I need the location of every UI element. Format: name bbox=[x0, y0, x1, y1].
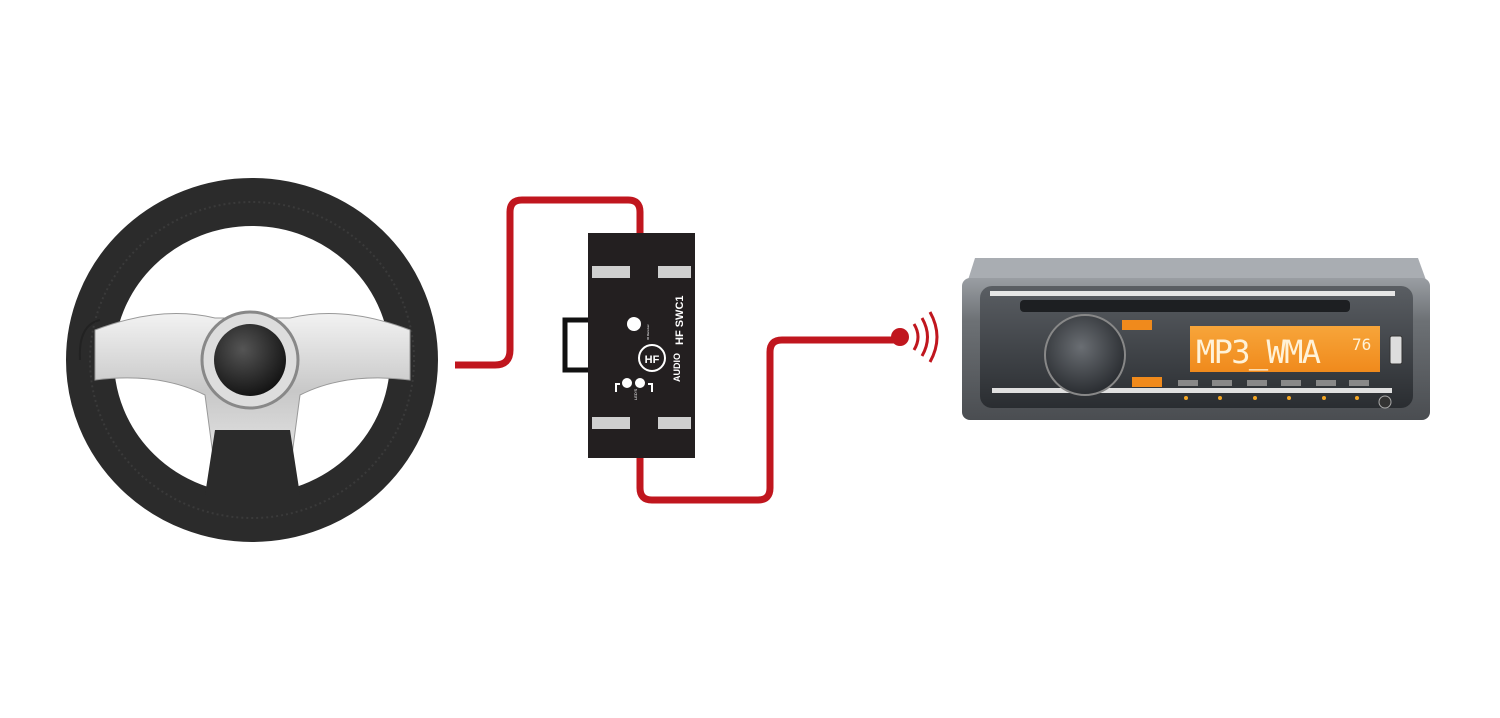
preset-button-5[interactable] bbox=[1316, 380, 1336, 386]
wire-output bbox=[636, 336, 898, 504]
display-number: 76 bbox=[1352, 335, 1371, 354]
preset-button-3[interactable] bbox=[1247, 380, 1267, 386]
preset-buttons bbox=[1178, 380, 1369, 386]
preset-button-4[interactable] bbox=[1281, 380, 1301, 386]
control-module: HF HF SWC1 AUDIO IR Receiver LED'S bbox=[562, 233, 695, 458]
preset-button-6[interactable] bbox=[1349, 380, 1369, 386]
preset-button-1[interactable] bbox=[1178, 380, 1198, 386]
wire-input bbox=[455, 196, 644, 369]
module-brand-label: AUDIO bbox=[672, 353, 682, 382]
module-ir-label: IR Receiver bbox=[646, 324, 650, 340]
module-model-label: HF SWC1 bbox=[674, 296, 686, 346]
radio-button-top[interactable] bbox=[1122, 320, 1152, 330]
radio-button-bottom[interactable] bbox=[1132, 377, 1162, 387]
volume-knob[interactable] bbox=[1044, 314, 1126, 396]
steering-wheel-icon bbox=[66, 178, 438, 542]
ir-transmitter-icon bbox=[891, 311, 939, 363]
display-text: MP3_WMA bbox=[1196, 333, 1321, 371]
radio-display bbox=[1190, 326, 1380, 372]
module-logo-letters: HF bbox=[645, 354, 660, 366]
preset-button-2[interactable] bbox=[1212, 380, 1232, 386]
car-stereo: MP3_WMA 76 bbox=[962, 258, 1430, 420]
module-led-label: LED'S bbox=[633, 388, 638, 400]
